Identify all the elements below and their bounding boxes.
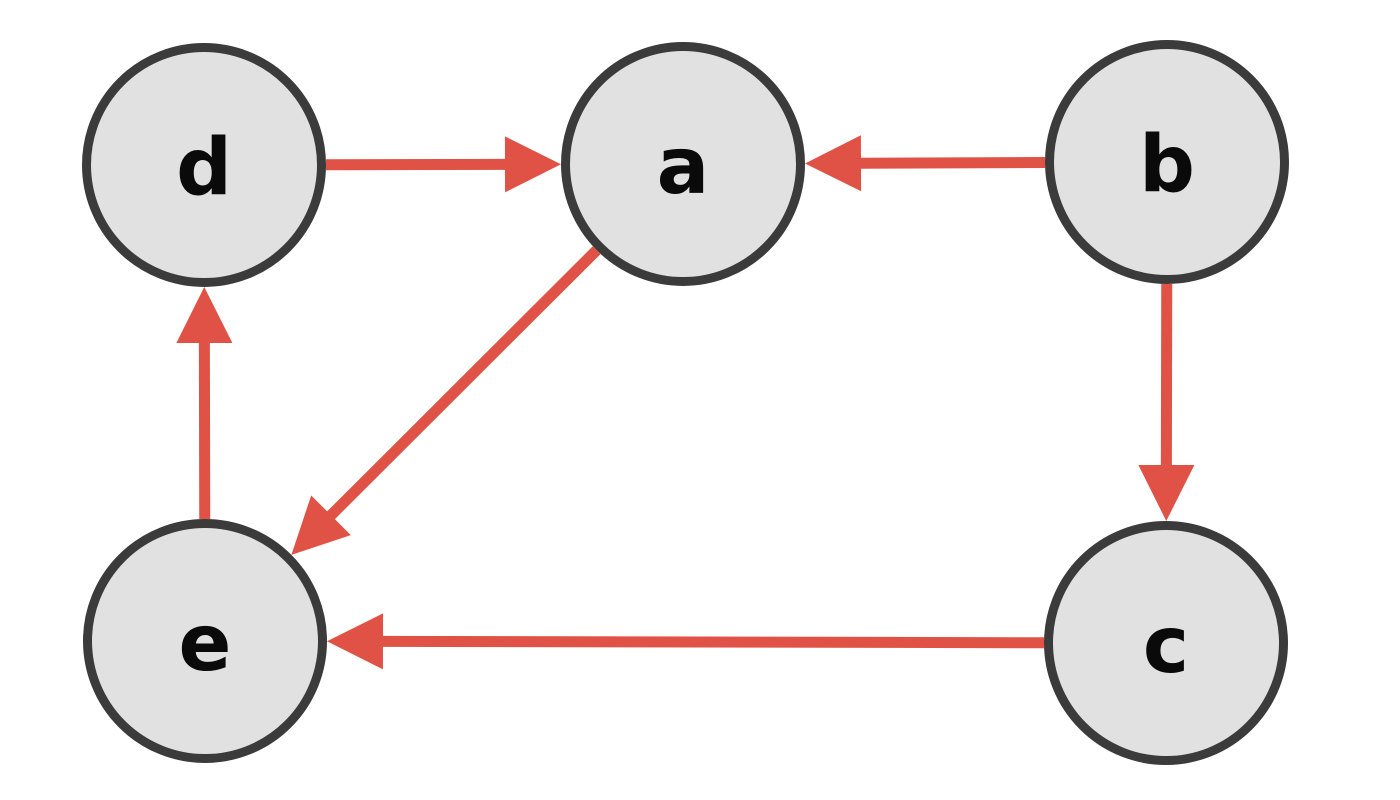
node-c: c — [1044, 521, 1288, 765]
edge-d-a — [325, 136, 562, 193]
node-e: e — [83, 519, 327, 763]
node-label-b: b — [1139, 120, 1195, 210]
edge-e-d — [176, 286, 233, 520]
arrowhead-icon — [1138, 464, 1195, 522]
arrowhead-icon — [504, 136, 562, 193]
node-circle-b — [1045, 40, 1289, 284]
node-label-c: c — [1143, 601, 1189, 691]
node-circle-e — [83, 519, 327, 763]
node-a: a — [561, 42, 805, 286]
node-label-d: d — [176, 123, 232, 213]
node-d: d — [82, 43, 326, 287]
edge-shaft-a-e — [325, 246, 601, 521]
arrowhead-icon — [176, 286, 233, 344]
node-label-a: a — [657, 122, 710, 212]
edge-b-c — [1138, 283, 1195, 522]
edge-a-e — [291, 246, 601, 555]
node-label-e: e — [179, 599, 232, 689]
arrowhead-icon — [291, 495, 351, 555]
edge-c-e — [326, 613, 1045, 670]
node-circle-a — [561, 42, 805, 286]
arrowhead-icon — [804, 135, 862, 192]
edge-shaft-c-e — [380, 635, 1045, 649]
node-b: b — [1045, 40, 1289, 284]
node-circle-c — [1044, 521, 1288, 765]
edge-b-a — [804, 135, 1046, 192]
edge-shaft-b-a — [858, 157, 1046, 169]
node-circle-d — [82, 43, 326, 287]
arrowhead-icon — [326, 613, 384, 670]
